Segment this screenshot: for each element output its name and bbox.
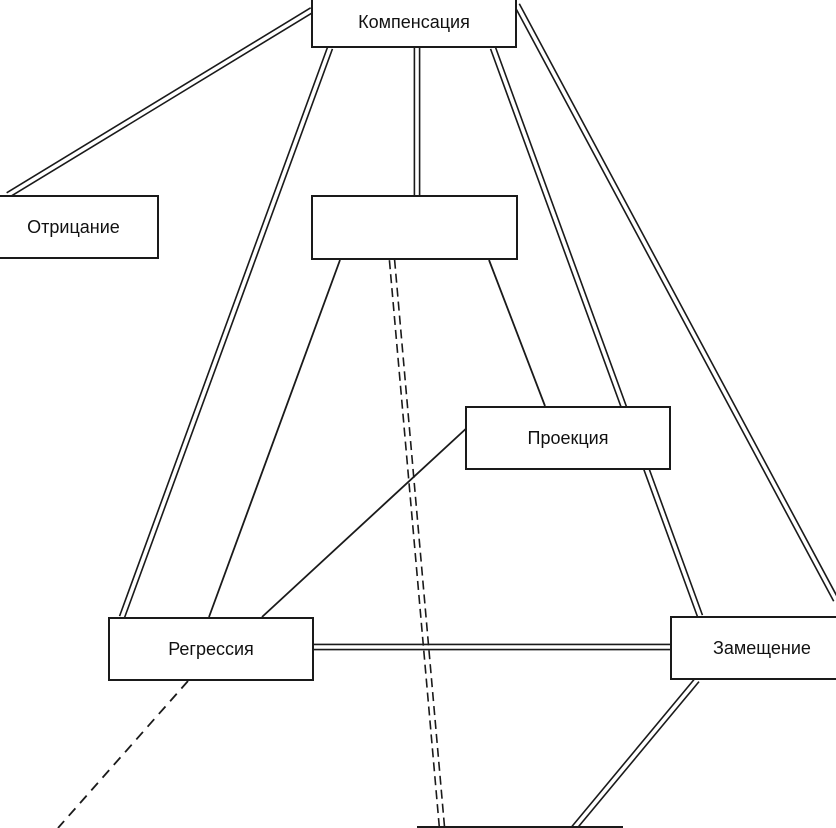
- connector-center-regression: [208, 259, 341, 618]
- connector-projection-regression: [261, 424, 471, 618]
- connector-compensation-denial: [6, 7, 314, 198]
- node-substitution-label: Замещение: [713, 637, 811, 658]
- node-denial[interactable]: Отрицание: [0, 195, 159, 259]
- connector-center-bottom: [388, 259, 446, 828]
- connector-compensation-center: [413, 48, 421, 195]
- node-substitution[interactable]: Замещение: [670, 616, 836, 680]
- connector-compensation-regression: [118, 46, 334, 619]
- connector-substitution-bottom: [571, 677, 700, 828]
- connector-regression-bottom: [57, 680, 189, 828]
- connector-compensation-substitution: [489, 46, 704, 618]
- node-bottom-partial[interactable]: [417, 826, 623, 828]
- node-center-empty[interactable]: [311, 195, 518, 260]
- node-projection-label: Проекция: [527, 427, 609, 448]
- connector-regression-substitution: [314, 643, 670, 651]
- node-projection[interactable]: Проекция: [465, 406, 671, 470]
- node-regression-label: Регрессия: [168, 638, 254, 659]
- connector-compensation-substitution: [514, 3, 836, 602]
- connector-center-projection: [488, 259, 546, 407]
- node-regression[interactable]: Регрессия: [108, 617, 314, 681]
- node-denial-label: Отрицание: [27, 216, 120, 237]
- node-compensation[interactable]: Компенсация: [311, 0, 517, 48]
- node-compensation-label: Компенсация: [358, 11, 470, 32]
